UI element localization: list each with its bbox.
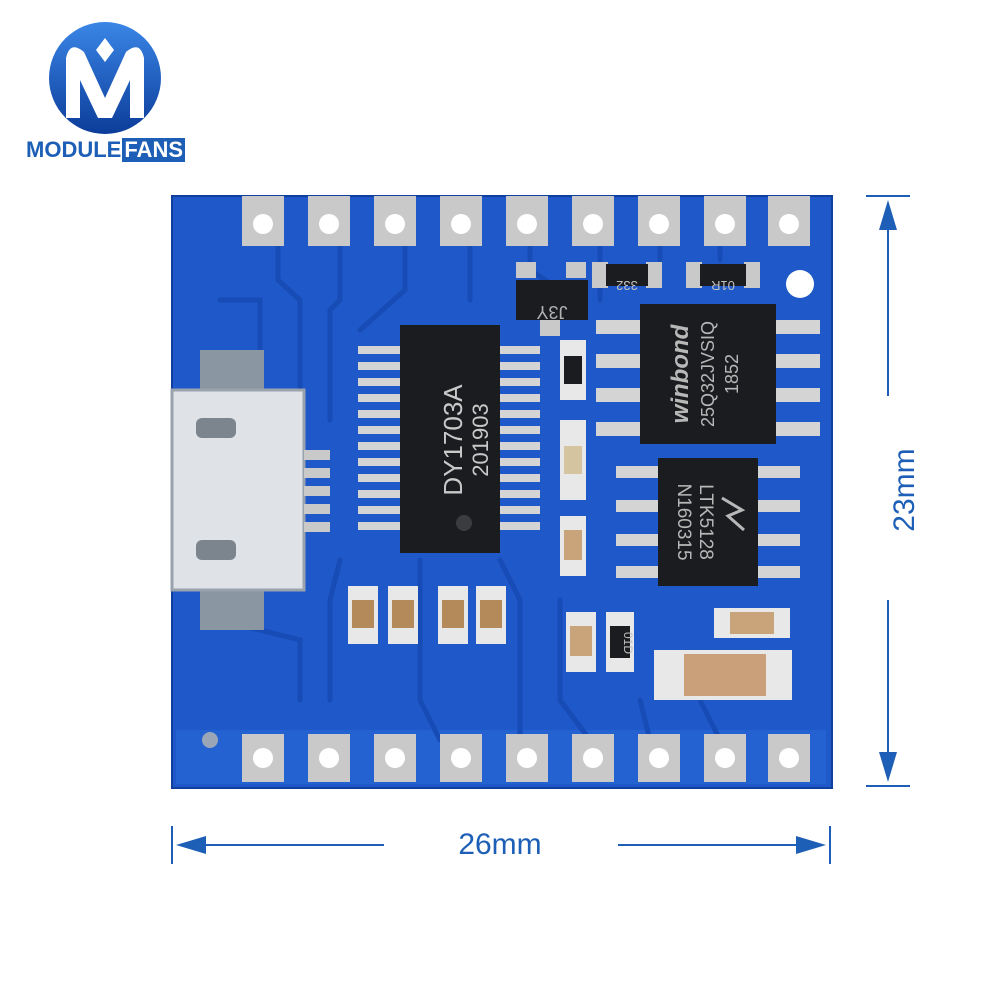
flash-label-date: 1852: [722, 354, 742, 394]
transistor-label: J3Y: [536, 302, 567, 322]
capacitor-row: [348, 586, 506, 644]
dy1703a-chip: [400, 325, 500, 553]
transistor: [516, 262, 588, 336]
resistor-label-332: 332: [616, 278, 638, 293]
resistor-332: [592, 262, 662, 288]
amp-logo-icon: [721, 496, 746, 532]
main-ic-pins: [358, 346, 540, 530]
capacitor-small: [566, 612, 596, 672]
diode: [606, 612, 634, 672]
logo-word-module: MODULE: [26, 137, 122, 162]
led-white: [560, 420, 586, 500]
capacitor-large: [654, 650, 792, 700]
bottom-header-pins: [242, 734, 810, 782]
capacitor-mid: [560, 516, 586, 576]
diode-label: 01D: [621, 632, 635, 654]
micro-usb-connector: [170, 350, 330, 630]
resistor-vertical: [560, 340, 586, 400]
module-fans-logo: [49, 22, 161, 134]
mounting-hole: [786, 270, 814, 298]
logo-word-fans: FANS: [122, 137, 186, 162]
flash-label-brand: winbond: [667, 323, 694, 423]
resistor-01r: [686, 262, 760, 288]
chip-label-date: 201903: [468, 403, 493, 476]
width-dimension-label: 26mm: [458, 828, 542, 861]
amp-chip-pins: [616, 466, 800, 578]
resistor-label-01r: 01R: [711, 278, 735, 293]
chip-label-dy1703a: DY1703A: [438, 384, 468, 496]
height-dimension-label: 23mm: [888, 448, 921, 532]
amp-label-part: LTK5128: [695, 484, 716, 560]
flash-label-part: 25Q32JVSIQ: [698, 321, 718, 427]
capacitor-top-right: [714, 608, 790, 638]
ltk5128-amp-chip: [658, 458, 758, 586]
top-header-pins: [242, 196, 810, 246]
amp-label-lot: N160315: [673, 483, 694, 560]
winbond-flash-chip: [640, 304, 776, 444]
flash-chip-pins: [596, 320, 820, 436]
